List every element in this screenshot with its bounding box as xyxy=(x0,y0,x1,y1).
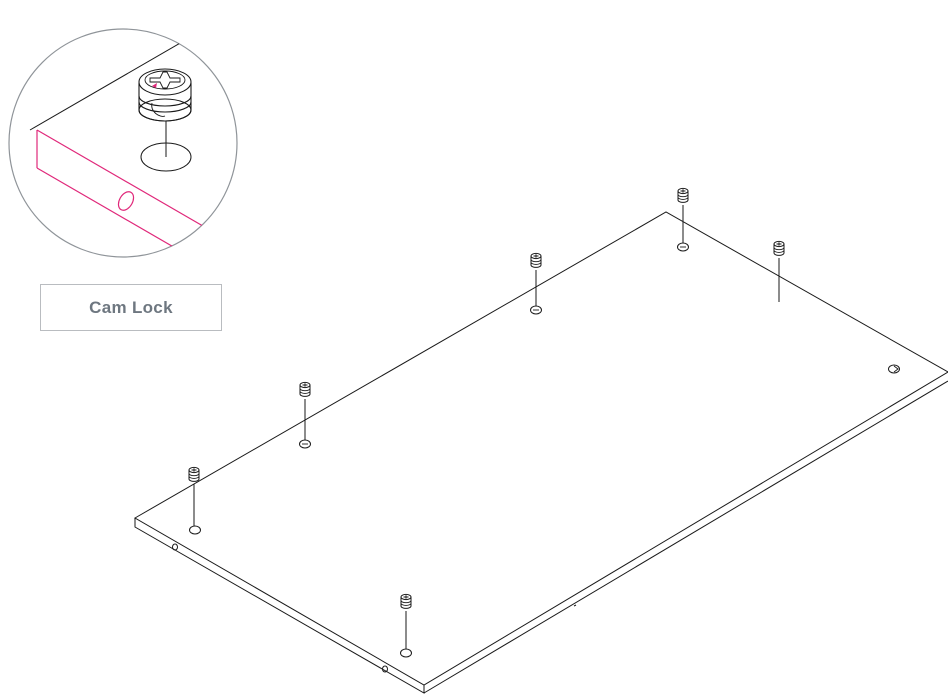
edge-hole xyxy=(382,665,388,673)
cam-lock-label: Cam Lock xyxy=(40,284,222,331)
cam-lock xyxy=(299,381,311,397)
panel xyxy=(133,211,948,694)
cam-lock-large xyxy=(138,68,192,122)
panel-left-edge xyxy=(134,518,425,694)
cam-hole xyxy=(400,648,412,658)
cam-lock xyxy=(188,466,200,482)
callout-circle xyxy=(8,28,238,258)
panel-top-face xyxy=(133,211,948,686)
cam-lock xyxy=(530,252,542,268)
edge-hole xyxy=(172,543,178,551)
leader-lines xyxy=(193,205,780,649)
edge-mark xyxy=(573,604,577,607)
cam-hole xyxy=(888,364,900,374)
cam-lock xyxy=(773,240,785,256)
callout-detail xyxy=(8,28,238,258)
cam-hole xyxy=(189,525,201,535)
panel-right-edge xyxy=(423,380,948,694)
cam-lock xyxy=(677,187,689,203)
cam-lock-label-text: Cam Lock xyxy=(89,297,173,317)
